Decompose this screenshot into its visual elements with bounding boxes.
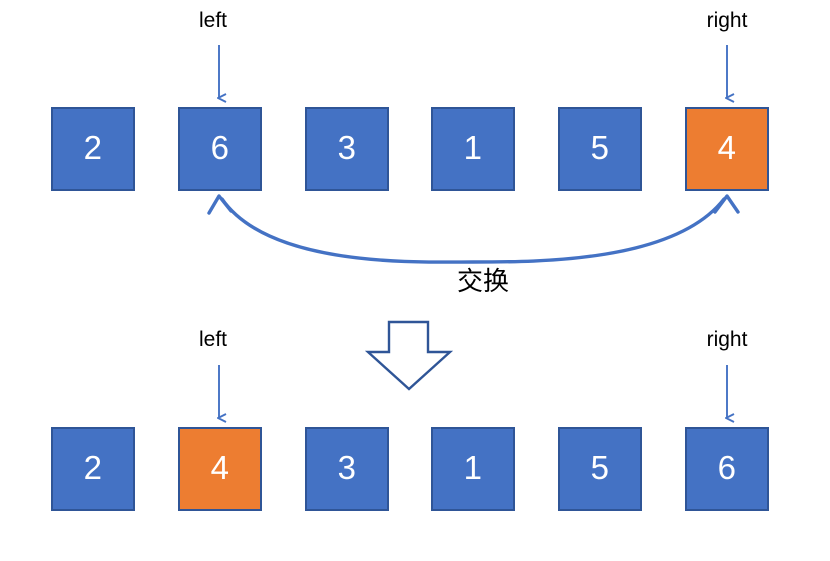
swap-arrowhead-right [713, 194, 740, 214]
swap-label: 交换 [456, 267, 510, 297]
array-cell[interactable]: 2 [51, 427, 135, 511]
pointer-label-left-top: left [198, 9, 228, 32]
array-cell[interactable]: 5 [558, 427, 642, 511]
swap-curve-arrow [220, 197, 726, 264]
array-cell[interactable]: 6 [685, 427, 769, 511]
pointer-label-right-top: right [706, 9, 748, 32]
array-cell[interactable]: 1 [431, 107, 515, 191]
array-cell-highlighted[interactable]: 4 [685, 107, 769, 191]
array-cell[interactable]: 5 [558, 107, 642, 191]
array-cell-highlighted[interactable]: 4 [178, 427, 262, 511]
array-cell[interactable]: 6 [178, 107, 262, 191]
array-cell[interactable]: 3 [305, 427, 389, 511]
swap-arrowhead-left [207, 194, 233, 215]
step-down-arrow-icon [364, 320, 454, 391]
pointer-label-left-bottom: left [198, 328, 228, 351]
array-cell[interactable]: 1 [431, 427, 515, 511]
array-cell[interactable]: 3 [305, 107, 389, 191]
array-cell[interactable]: 2 [51, 107, 135, 191]
pointer-label-right-bottom: right [706, 328, 748, 351]
